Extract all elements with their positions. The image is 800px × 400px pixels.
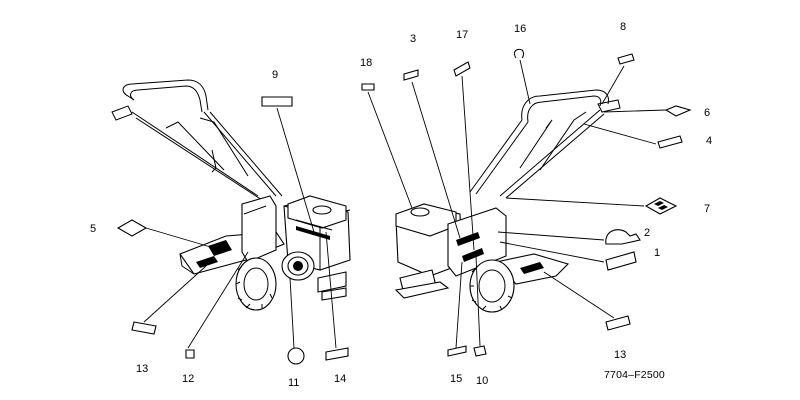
label-16-shape	[513, 49, 524, 59]
label-6-shape	[664, 105, 692, 117]
callout-16: 16	[514, 23, 526, 35]
label-1-shape	[605, 251, 637, 271]
label-14-shape	[325, 347, 349, 361]
label-10-shape	[473, 345, 487, 357]
label-4-shape	[657, 135, 683, 149]
left-handlebar	[122, 79, 209, 111]
label-3-shape	[403, 69, 419, 81]
callout-6: 6	[704, 107, 710, 119]
label-9-shape	[261, 96, 293, 107]
callout-10: 10	[476, 375, 488, 387]
callout-13-right: 13	[614, 349, 626, 361]
right-tiller	[394, 89, 621, 313]
label-13-right-shape	[605, 315, 631, 331]
label-17-shape	[453, 61, 471, 77]
callout-11: 11	[288, 377, 299, 389]
left-tiller	[111, 79, 351, 311]
callout-7: 7	[704, 203, 710, 215]
callout-numbers: 9 5 13 12 11 14 18 3 17 16 8 6 4 7 2 1 1…	[90, 21, 712, 389]
callout-14: 14	[334, 373, 346, 385]
label-18-shape	[361, 83, 375, 91]
callout-3: 3	[410, 33, 416, 45]
callout-15: 15	[450, 373, 462, 385]
callout-4: 4	[706, 135, 712, 147]
callout-13-left: 13	[136, 363, 148, 375]
diagram-code: 7704–F2500	[604, 369, 665, 381]
callout-5: 5	[90, 223, 96, 235]
callout-18: 18	[360, 57, 372, 69]
label-5-shape	[116, 219, 148, 237]
label-11-shape	[287, 347, 305, 365]
label-12-shape	[185, 349, 195, 359]
label-8-shape	[617, 53, 635, 65]
callout-17: 17	[456, 29, 468, 41]
leader-lines	[143, 59, 667, 349]
right-handlebar	[521, 89, 609, 121]
callout-1: 1	[654, 247, 660, 259]
callout-12: 12	[182, 373, 194, 385]
callout-9: 9	[272, 69, 278, 81]
label-13-left-shape	[131, 321, 157, 335]
label-15-shape	[447, 345, 467, 357]
callout-2: 2	[644, 227, 650, 239]
label-shapes	[116, 49, 692, 365]
callout-8: 8	[620, 21, 626, 33]
label-2-shape	[605, 229, 641, 245]
label-7-shape	[644, 197, 678, 215]
